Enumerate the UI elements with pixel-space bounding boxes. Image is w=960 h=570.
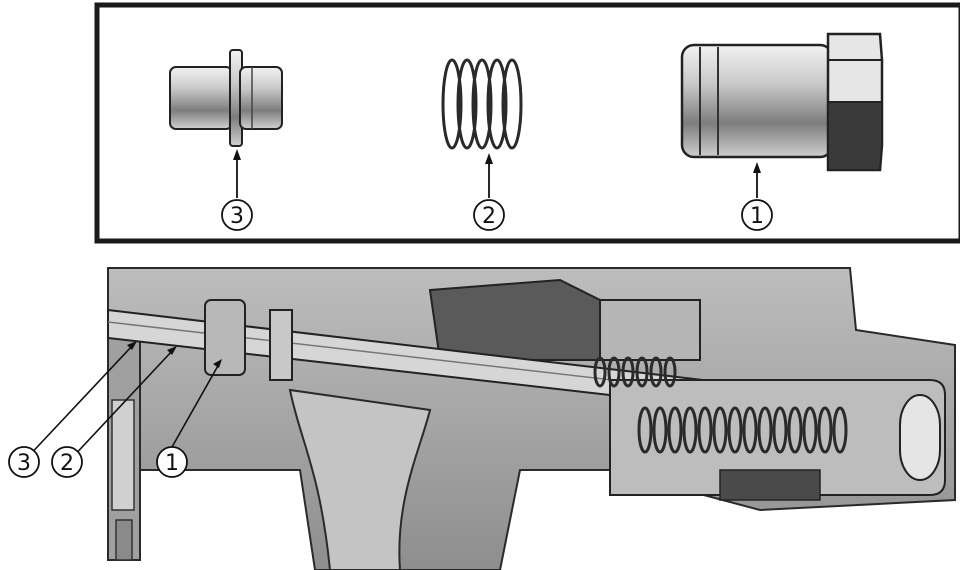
gun-grip (288, 388, 432, 570)
spring-coil (649, 356, 663, 388)
parts-panel: 3 2 1 (94, 2, 960, 244)
callout-label: 1 (165, 451, 179, 476)
callout-section-3: 3 (8, 341, 137, 478)
spring-coil (772, 406, 788, 454)
spring-coil (663, 356, 677, 388)
spring-coil (501, 58, 523, 150)
spring-coil (697, 406, 713, 454)
spring-coil (593, 356, 607, 388)
part-nozzle-fitting (680, 32, 884, 172)
callout-label: 2 (60, 451, 74, 476)
callout-section-2: 2 (51, 346, 177, 478)
spring-coil (635, 356, 649, 388)
spring-coil (621, 356, 635, 388)
spring-coil (486, 58, 508, 150)
part-spring (441, 58, 523, 150)
callout-top-3: 3 (221, 149, 253, 231)
main-spring (637, 406, 848, 454)
spring-coil (456, 58, 478, 150)
spring-coil (637, 406, 653, 454)
spring-coil (727, 406, 743, 454)
callout-label: 3 (17, 451, 31, 476)
spring-coil (832, 406, 848, 454)
spring-coil (787, 406, 803, 454)
spring-coil (682, 406, 698, 454)
callout-top-1: 1 (741, 162, 773, 231)
spring-coil (712, 406, 728, 454)
spring-coil (802, 406, 818, 454)
section-view: 3 2 1 (8, 267, 956, 570)
spring-coil (471, 58, 493, 150)
spring-coil (757, 406, 773, 454)
part-pin (169, 49, 283, 147)
spring-coil (817, 406, 833, 454)
callout-section-1: 1 (156, 359, 222, 478)
rear-cylinder (609, 379, 946, 496)
spring-coil (742, 406, 758, 454)
callout-label: 3 (230, 204, 244, 229)
callout-label: 1 (750, 204, 764, 229)
callout-top-2: 2 (473, 153, 505, 231)
spring-coil (667, 406, 683, 454)
callout-label: 2 (482, 204, 496, 229)
spring-coil (441, 58, 463, 150)
front-spring (593, 356, 677, 388)
spring-coil (607, 356, 621, 388)
spring-coil (652, 406, 668, 454)
